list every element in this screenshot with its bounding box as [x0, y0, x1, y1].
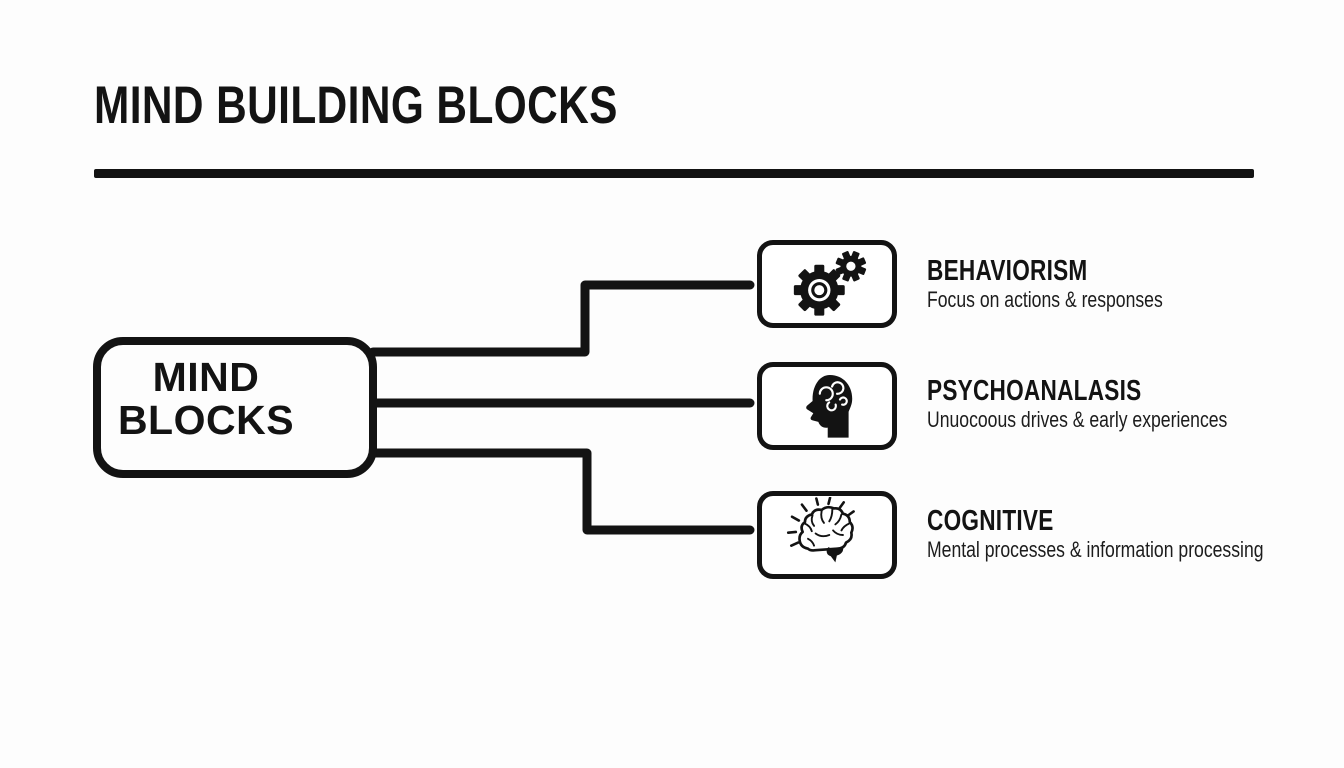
head-brain-icon [806, 375, 853, 438]
title-divider [94, 169, 1254, 178]
behaviorism-icon-card [757, 240, 897, 328]
root-node: MIND BLOCKS [93, 337, 377, 478]
cognitive-description: Mental processes & information processin… [927, 537, 1264, 562]
root-node-line2: BLOCKS [117, 396, 295, 443]
gears-icon [793, 251, 867, 316]
connector-cognitive [368, 448, 755, 535]
page-title: MIND BUILDING BLOCKS [94, 76, 618, 135]
root-node-label: MIND BLOCKS [117, 353, 295, 443]
cognitive-heading: COGNITIVE [927, 505, 1054, 537]
psychoanalysis-heading: PSYCHOANALASIS [927, 375, 1142, 407]
behaviorism-heading: BEHAVIORISM [927, 255, 1088, 287]
cognitive-icon-card [757, 491, 897, 579]
psychoanalysis-icon-card [757, 362, 897, 450]
psychoanalysis-description: Unuocoous drives & early experiences [927, 407, 1228, 432]
brain-idea-icon [786, 497, 855, 563]
behaviorism-description: Focus on actions & responses [927, 287, 1163, 312]
root-node-line1: MIND [152, 353, 260, 400]
connector-behaviorism [368, 280, 755, 357]
